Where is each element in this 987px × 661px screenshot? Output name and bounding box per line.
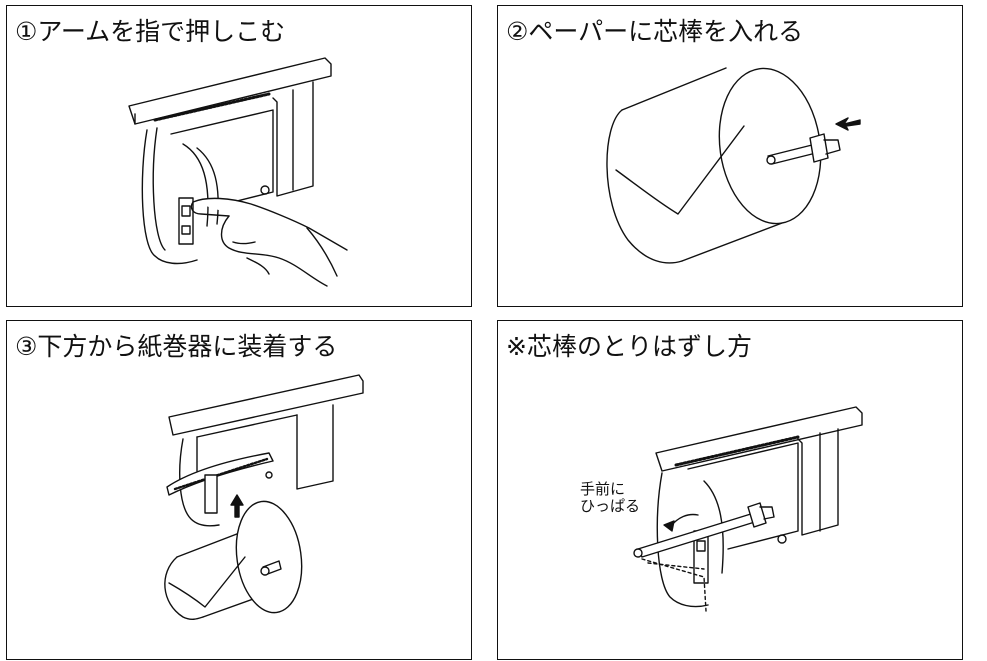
step-2-title: ②ペーパーに芯棒を入れる <box>506 17 804 46</box>
core-removal-panel: ※芯棒のとりはずし方 手前に ひっぱる <box>497 320 963 660</box>
remove-core-illustration <box>633 406 863 612</box>
core-removal-title: ※芯棒のとりはずし方 <box>506 332 752 361</box>
step-1-panel: ①アームを指で押しこむ <box>6 5 472 307</box>
mount-roll-illustration <box>164 374 364 620</box>
pull-forward-callout: 手前に ひっぱる <box>580 480 641 515</box>
step-1-title: ①アームを指で押しこむ <box>15 17 286 46</box>
insert-core-illustration <box>606 67 861 264</box>
step-3-panel: ③下方から紙巻器に装着する <box>6 320 472 660</box>
step-2-panel: ②ペーパーに芯棒を入れる <box>497 5 963 307</box>
step-3-title: ③下方から紙巻器に装着する <box>15 332 338 361</box>
press-arm-illustration <box>128 57 348 287</box>
